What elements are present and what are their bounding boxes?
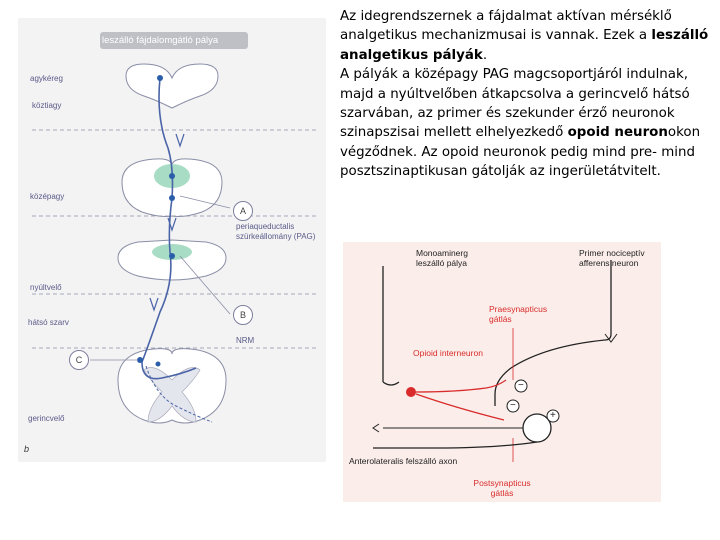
pathway-line: [141, 77, 197, 380]
label-agykereg: agykéreg: [30, 74, 63, 83]
label-monoaminerg: Monoaminerg leszálló pálya: [416, 248, 468, 268]
label-hatso-szarv: hátsó szarv: [28, 318, 69, 327]
paragraph-2: A pályák a középagy PAG magcsoportjáról …: [340, 65, 716, 181]
para2-text: A pályák a középagy PAG magcsoportjáról …: [340, 67, 690, 141]
marker-a: A: [233, 201, 253, 221]
postsynaptic-neuron: [522, 413, 552, 443]
label-opioid: Opioid interneuron: [413, 348, 483, 358]
descending-pathway-figure: leszálló fájdalomgátló pálya agykéreg kö…: [18, 18, 326, 462]
plus-sign: +: [550, 410, 556, 421]
nrm-highlight: [152, 244, 192, 260]
label-postsyn: Postsynapticus gátlás: [473, 478, 531, 498]
pathway-dashed: [145, 365, 213, 423]
paragraph-1: Az idegrendszernek a fájdalmat aktívan m…: [340, 7, 716, 65]
forebrain-shape: [125, 63, 219, 109]
label-praesyn: Praesynapticus gátlás: [489, 304, 548, 324]
arrow-2: [167, 217, 177, 232]
inhibition-diagram: [372, 260, 618, 462]
opioid-neuron-dot: [406, 387, 416, 397]
opioid-inhibition-figure: Monoaminerg leszálló pálya Primer nocice…: [343, 242, 661, 502]
arrow-1: [175, 133, 185, 148]
para2-bold: opoid neuron: [567, 125, 668, 141]
para1-text: Az idegrendszernek a fájdalmat aktívan m…: [340, 9, 672, 44]
figure-title: leszálló fájdalomgátló pálya: [102, 35, 219, 46]
title-box: [100, 32, 248, 49]
minus-sign-2: −: [510, 400, 516, 411]
label-gerincvelo: gerincvelő: [28, 414, 65, 423]
marker-b: B: [233, 305, 253, 325]
grey-matter: [143, 367, 201, 423]
label-primer: Primer nociceptív afferens neuron: [579, 248, 645, 268]
description-text: Az idegrendszernek a fájdalmat aktívan m…: [340, 7, 716, 182]
para2-end: okon végződnek. Az opoid neuronok pedig …: [340, 125, 701, 180]
label-kozepagy: középagy: [30, 192, 65, 201]
para1-end: .: [482, 47, 488, 63]
arrow-3: [149, 297, 159, 312]
pathway-diagram: [32, 32, 318, 424]
label-pag: periaqueductalis szürkeállomány (PAG): [236, 222, 316, 241]
label-nyultvelo: nyúltvelő: [30, 283, 62, 292]
minus-sign-1: −: [518, 380, 524, 391]
label-koztiagy: köztiagy: [32, 101, 62, 110]
para1-bold: leszálló analgetikus pályák: [340, 28, 709, 63]
label-anterolat: Anterolateralis felszálló axon: [349, 456, 458, 466]
marker-c: C: [69, 350, 89, 370]
panel-letter: b: [24, 444, 30, 454]
label-nrm: NRM: [236, 336, 255, 345]
